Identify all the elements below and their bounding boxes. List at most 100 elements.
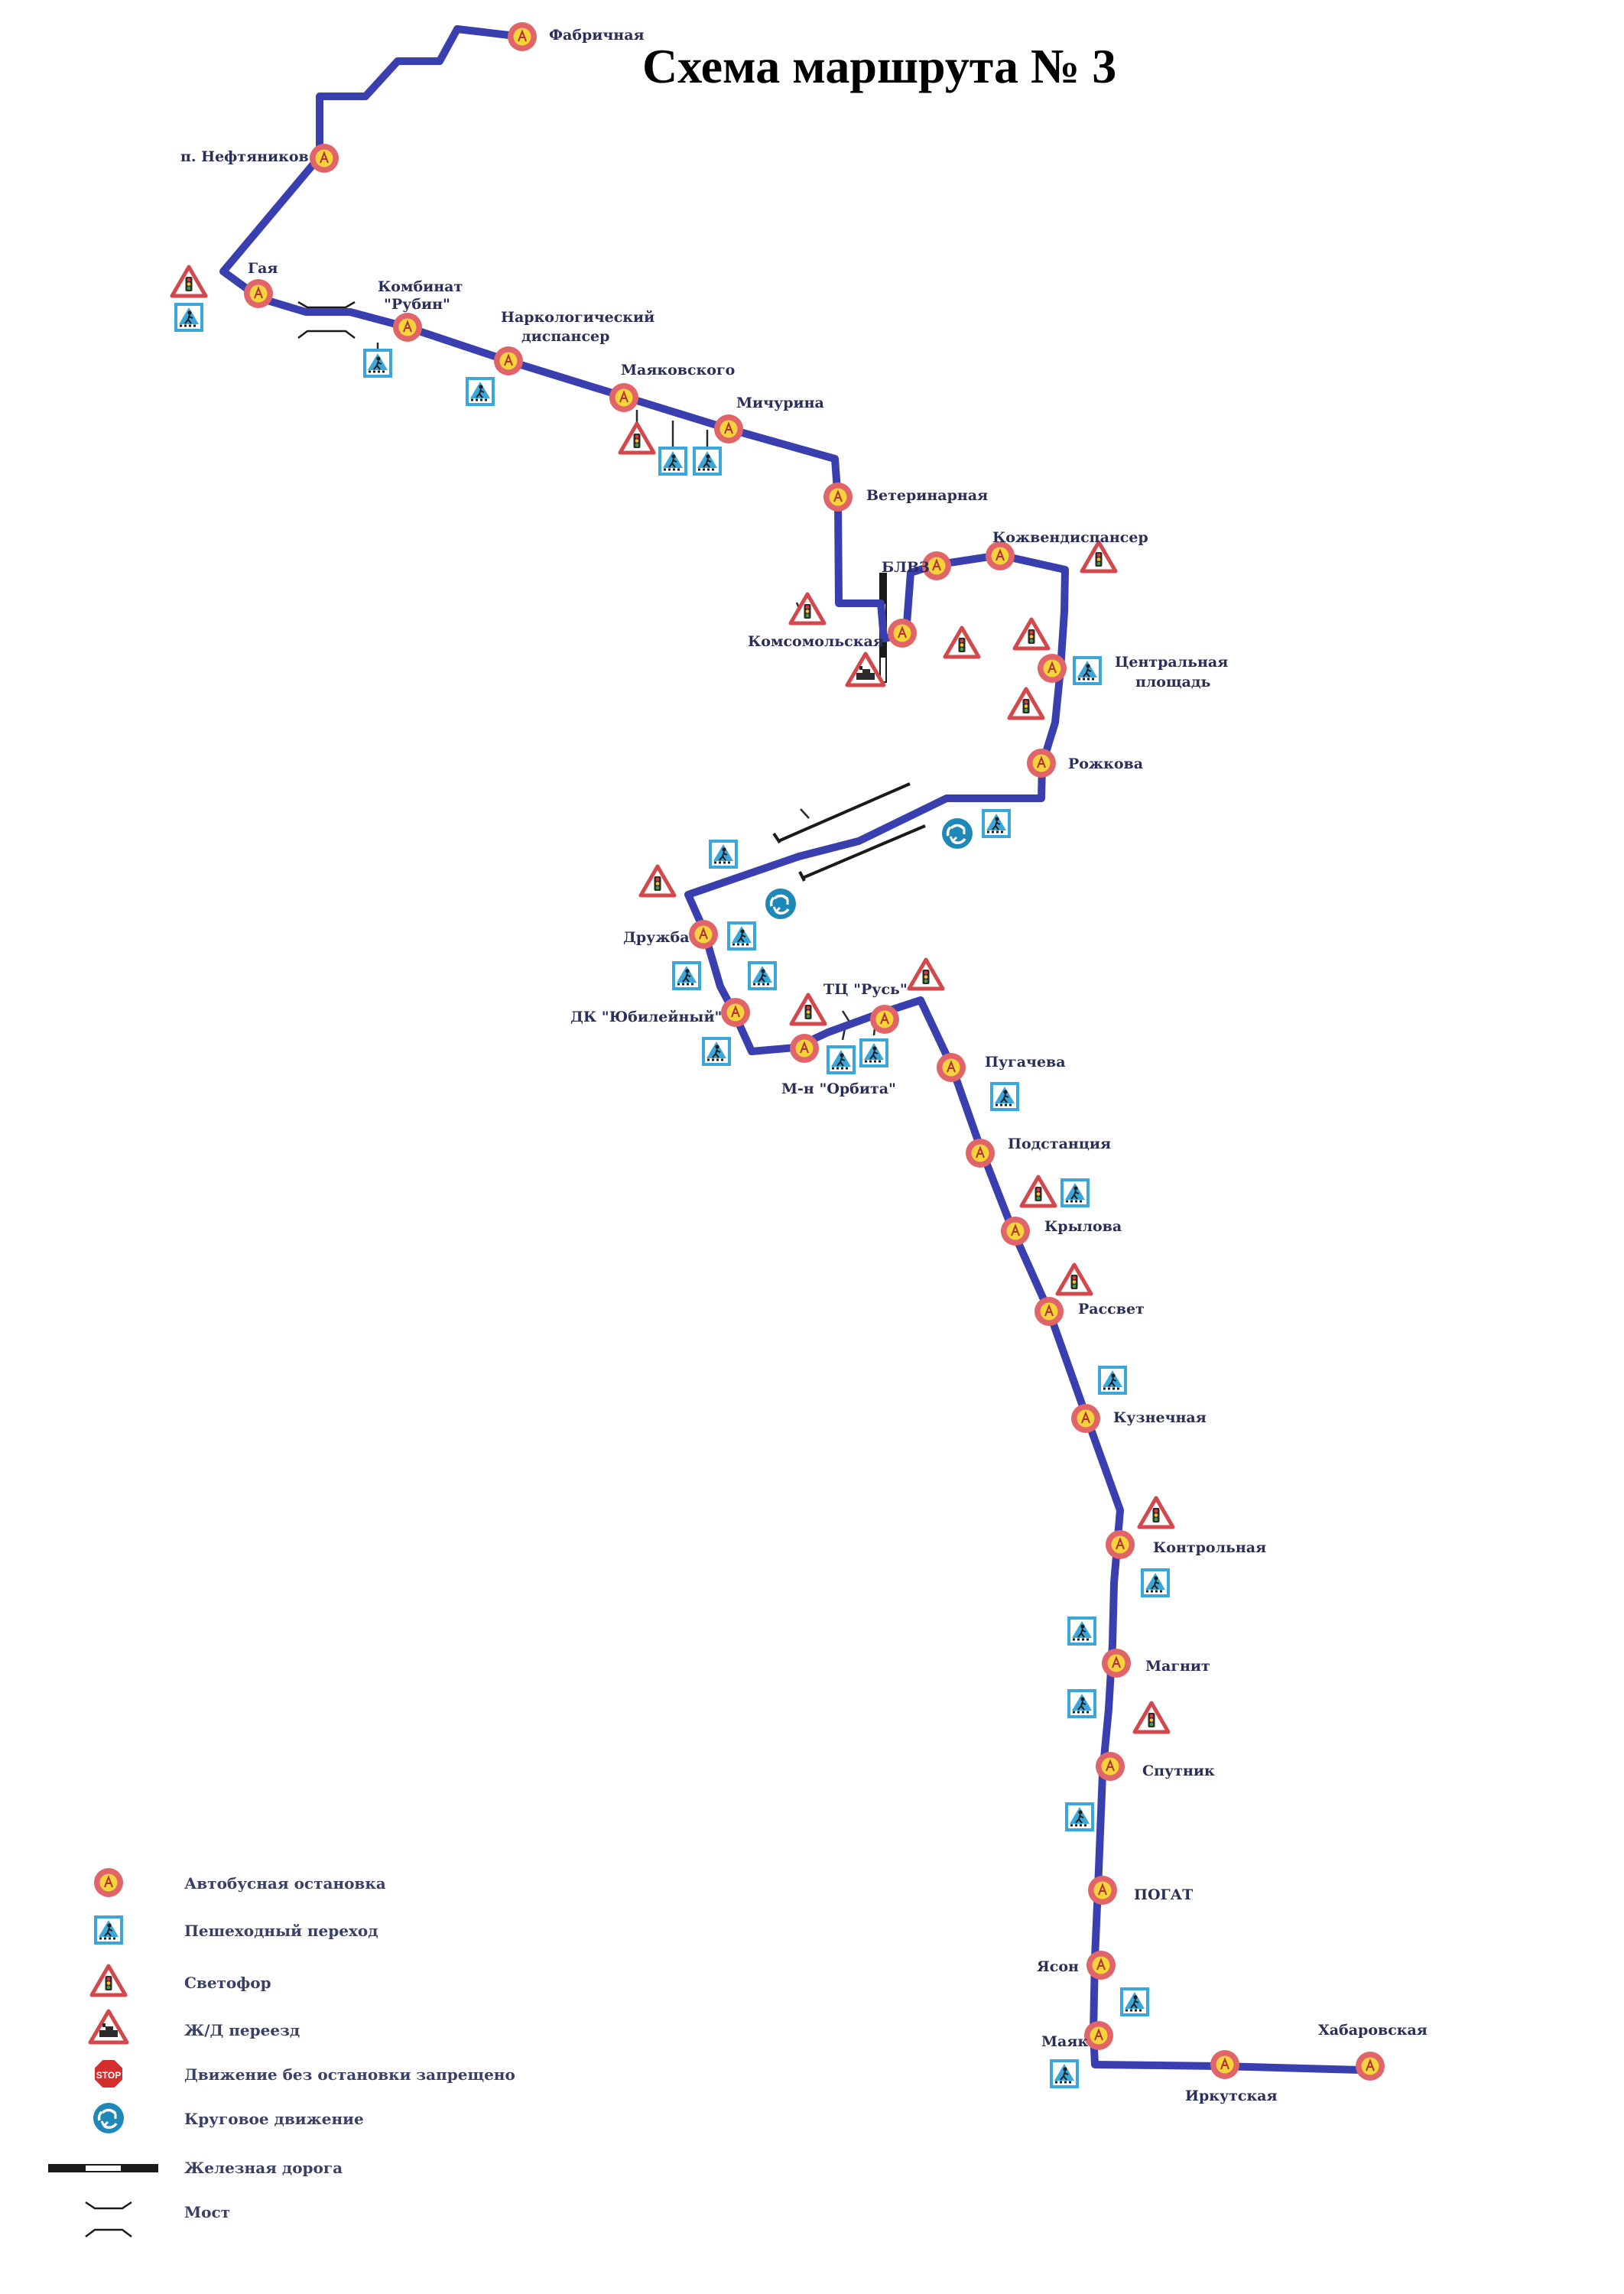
stop-label: ПОГАТ: [1134, 1886, 1193, 1903]
traffic-light-icon: [945, 628, 979, 657]
bridge-icon: [297, 301, 356, 339]
stop-label: Подстанция: [1008, 1136, 1111, 1152]
traffic-light-icon: [92, 1966, 125, 1995]
bus-stop-icon: [720, 997, 751, 1028]
bus-stop-icon: [1105, 1529, 1135, 1560]
bus-stop-icon: [869, 1004, 900, 1035]
pedestrian-crossing-icon: [726, 920, 758, 952]
railway-crossing-icon: [847, 654, 884, 685]
bus-stop-icon: [688, 919, 719, 950]
pedestrian-crossings: [173, 301, 1171, 2090]
bus-stop-icon: [1026, 748, 1057, 778]
stop-label: ТЦ "Русь": [823, 981, 908, 998]
legend-label: Круговое движение: [184, 2110, 364, 2128]
bus-stop-icon: [1087, 1875, 1118, 1906]
traffic-light-icon: [1135, 1703, 1168, 1732]
stop-label: п. Нефтяников: [180, 148, 309, 165]
traffic-lights: [172, 267, 1173, 1732]
stop-label: Ясон: [1037, 1958, 1079, 1975]
stop-label: Рассвет: [1078, 1301, 1145, 1318]
pedestrian-crossing-icon: [980, 807, 1012, 840]
stop-label: Гая: [248, 260, 278, 277]
pedestrian-crossing-icon: [1066, 1688, 1098, 1720]
pedestrian-crossing-icon: [825, 1044, 857, 1076]
bridge-icon: [85, 2201, 132, 2237]
stop-label: Дружба: [623, 929, 690, 946]
stop-label: Крылова: [1044, 1218, 1122, 1235]
pedestrian-crossing-icon: [1139, 1567, 1171, 1599]
bus-stop-icon: [609, 382, 639, 413]
traffic-light-icon: [1015, 619, 1048, 648]
bus-stop-icon: [309, 143, 339, 174]
bus-stop-icon: [713, 414, 744, 444]
stop-label: Иркутская: [1185, 2088, 1278, 2104]
legend-label: Пешеходный переход: [184, 1922, 378, 1940]
pedestrian-crossing-icon: [707, 838, 739, 870]
bus-stop-icon: [1034, 1296, 1064, 1327]
pedestrian-crossing-icon: [1048, 2058, 1080, 2090]
legend-label: Движение без остановки запрещено: [184, 2065, 515, 2084]
bus-stop-icon: [1037, 653, 1067, 684]
stop-label: Кожвендиспансер: [992, 529, 1148, 546]
stop-label: Кузнечная: [1113, 1409, 1207, 1426]
stop-label: Центральная: [1115, 654, 1228, 671]
bus-stop-icon: [392, 312, 423, 343]
bus-stop-icon: [1095, 1751, 1125, 1782]
pedestrian-crossing-icon: [1119, 1986, 1151, 2018]
pedestrian-crossing-icon: [700, 1035, 732, 1067]
bus-stop-icon: [243, 278, 274, 309]
pedestrian-crossing-icon: [858, 1037, 890, 1069]
legend-label: Мост: [184, 2203, 230, 2221]
stop-label: Контрольная: [1153, 1539, 1266, 1556]
bus-stop-icon: [965, 1138, 996, 1168]
stop-label: Спутник: [1142, 1763, 1215, 1779]
traffic-light-icon: [791, 594, 824, 623]
stop-sign-text: STOP: [96, 2070, 121, 2081]
traffic-light-icon: [1139, 1498, 1173, 1527]
pedestrian-crossing-icon: [464, 375, 496, 408]
bus-stop-icon: [493, 346, 524, 376]
bus-stop-icon: [1083, 2020, 1114, 2051]
stop-label: Маяковского: [621, 362, 735, 379]
stop-label: Мичурина: [736, 395, 824, 411]
pedestrian-crossing-icon: [93, 1914, 125, 1946]
stop-label: БЛВЗ: [882, 559, 930, 576]
pedestrian-crossing-icon: [173, 301, 205, 333]
stop-label: "Рубин": [384, 296, 450, 313]
stop-label: Фабричная: [549, 27, 645, 44]
bus-stop-icon: [936, 1052, 966, 1083]
pedestrian-crossing-icon: [671, 960, 703, 992]
stop-label: Магнит: [1145, 1658, 1210, 1675]
pedestrian-crossing-icon: [989, 1080, 1021, 1113]
pedestrian-crossing-icon: [362, 347, 394, 379]
stop-label: М-н "Орбита": [781, 1080, 896, 1097]
roundabout-icon: [92, 2101, 125, 2135]
traffic-light-icon: [909, 960, 943, 989]
railway: [772, 782, 926, 882]
map-title: Схема маршрута № 3: [642, 39, 1116, 93]
stop-sign-icon: STOP: [93, 2058, 124, 2089]
traffic-light-icon: [1009, 689, 1043, 718]
stop-label: диспансер: [521, 328, 609, 345]
pedestrian-crossing-icon: [1071, 655, 1103, 687]
bus-stop-icon: [1070, 1403, 1101, 1434]
bus-stop-icon: [93, 1867, 124, 1898]
traffic-light-icon: [641, 866, 674, 895]
bus-stop-icon: [1210, 2049, 1240, 2080]
stop-labels: Фабричная п. Нефтяников Гая Комбинат "Ру…: [180, 27, 1427, 2104]
roundabout-icon: [764, 887, 797, 921]
pedestrian-crossing-icon: [746, 960, 778, 992]
bus-stop-icon: [1000, 1216, 1031, 1246]
bus-stop-icon: [823, 482, 853, 512]
stop-label: площадь: [1135, 674, 1211, 690]
stop-label: Комбинат: [378, 278, 463, 295]
stop-label: Комсомольская: [748, 633, 884, 650]
traffic-light-icon: [791, 995, 825, 1024]
traffic-light-icon: [1021, 1177, 1055, 1206]
pedestrian-crossing-icon: [691, 445, 723, 477]
traffic-light-icon: [1082, 542, 1116, 571]
pedestrian-crossing-icon: [657, 445, 689, 477]
bus-stop-icon: [1355, 2051, 1385, 2081]
stop-label: ДК "Юбилейный": [570, 1009, 722, 1025]
stop-label: Ветеринарная: [866, 487, 988, 504]
